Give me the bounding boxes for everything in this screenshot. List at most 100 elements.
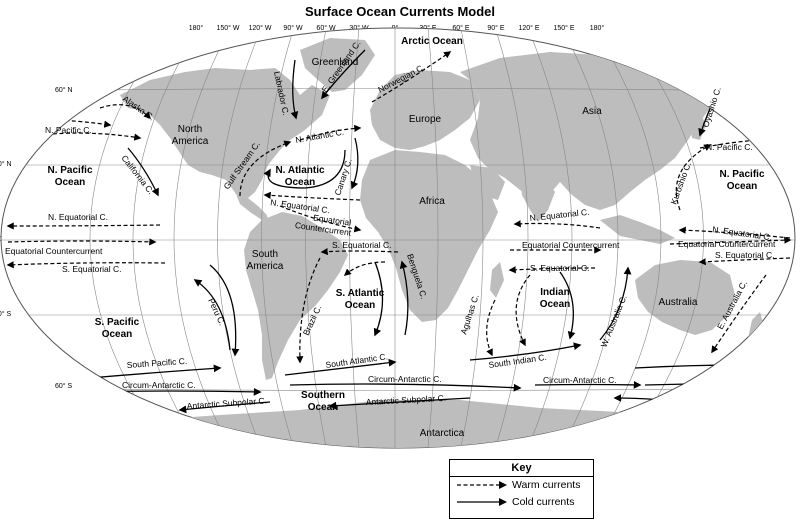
s-atlantic-gyre-arrow — [343, 261, 386, 276]
circum-antarctic-label-1: Circum-Antarctic C. — [122, 380, 196, 390]
pacific-n-equatorial-east-arrow — [678, 226, 791, 239]
n-atlantic-gyre-arrow — [263, 149, 346, 189]
south-indian-current-arrow — [469, 342, 582, 361]
lon-label: 120° W — [248, 24, 271, 32]
key-row-warm: Warm currents — [450, 477, 593, 494]
madagascar-land — [490, 262, 504, 298]
s-pacific-gyre-arrow — [209, 264, 240, 357]
gulf-stream-arrow — [239, 140, 292, 197]
south-atlantic-current-arrow — [284, 358, 397, 376]
equatorial-countercurrent-arrow — [7, 238, 157, 246]
antarctica-label: Antarctica — [420, 428, 465, 439]
e-greenland-current-arrow — [321, 49, 366, 100]
brazil-current-arrow — [296, 257, 321, 364]
africa-label: Africa — [419, 196, 445, 207]
atlantic-equatorial-countercurrent-arrow — [279, 205, 362, 233]
australia-land — [635, 260, 735, 335]
antarctic-subpolar-current-arrow-1 — [178, 401, 271, 414]
central-america-land — [236, 194, 270, 222]
indian-gyre-cold-arrow — [559, 271, 576, 340]
south-pacific-current-arrow — [89, 364, 222, 379]
benguela-current-arrow — [399, 260, 409, 336]
asia-land — [460, 52, 720, 210]
n-pacific-current-label: N. Pacific C. — [45, 125, 92, 135]
arabia-land — [470, 165, 505, 200]
key-cold-label: Cold currents — [512, 496, 575, 508]
antarctic-subpolar-current-arrow-2 — [328, 397, 471, 410]
norwegian-current-arrow — [371, 51, 452, 103]
circum-antarctic-label-2: Circum-Antarctic C. — [368, 374, 442, 384]
graticule — [1, 28, 795, 448]
north-america-land — [120, 68, 330, 198]
lon-label: 60° W — [316, 24, 336, 32]
lon-label: 150° W — [216, 24, 239, 32]
peru-current-arrow — [193, 279, 231, 351]
pacific-s-equatorial-east-label: S. Equatorial C. — [715, 250, 775, 260]
kuroshio-current-arrow — [675, 144, 712, 211]
australia-label: Australia — [659, 297, 698, 308]
n-equatorial-current-arrow — [6, 222, 161, 230]
europe-land — [370, 70, 480, 150]
n-pacific-current-label-east: N. Pacific C. — [706, 142, 753, 152]
indian-n-equatorial-arrow — [513, 220, 601, 229]
lon-label: 30° W — [349, 24, 369, 32]
europe-label: Europe — [409, 114, 442, 125]
south-pacific-current-label: South Pacific C. — [126, 356, 187, 370]
pacific-countercurrent-east-label: Equatorial Countercurrent — [678, 239, 776, 249]
indian-s-equatorial-label: S. Equatorial C. — [530, 263, 590, 273]
lat-label: 60° N — [55, 86, 73, 94]
warm-current-swatch — [457, 481, 507, 489]
legend-key: Key Warm currents Cold currents — [449, 459, 594, 519]
cold-currents — [79, 49, 744, 414]
lon-label: 150° E — [553, 24, 574, 32]
greenland-land — [300, 38, 375, 92]
map-title: Surface Ocean Currents Model — [305, 4, 495, 19]
alaska-current-arrow — [99, 104, 152, 120]
s-atlantic-gyre-cold-arrow — [373, 261, 384, 337]
n-equatorial-current-label: N. Equatorial C. — [48, 212, 108, 222]
indian-gyre-arrow — [515, 274, 531, 347]
agulhas-current-arrow — [486, 299, 496, 357]
labrador-current-arrow — [290, 59, 299, 120]
lon-label: 30° E — [419, 24, 437, 32]
southeast-asia-islands — [600, 215, 675, 244]
indian-equatorial-countercurrent-label: Equatorial Countercurrent — [522, 240, 620, 250]
w-australia-current-arrow — [599, 266, 632, 341]
pacific-countercurrent-east-arrow — [669, 236, 792, 245]
lat-label: 60° S — [55, 382, 73, 390]
atlantic-n-equatorial-arrow — [263, 191, 361, 201]
lon-label: 60° E — [452, 24, 470, 32]
india-land — [520, 178, 555, 222]
lon-label: 180° — [590, 24, 605, 32]
atlantic-s-equatorial-arrow — [320, 247, 399, 256]
s-equatorial-current-arrow — [6, 261, 166, 269]
lat-label: 30° S — [0, 310, 12, 318]
atlantic-s-equatorial-label: S. Equatorial C. — [332, 240, 392, 250]
africa-land — [360, 150, 498, 322]
antarctica-land — [10, 400, 790, 448]
key-title: Key — [450, 460, 593, 477]
asia-label: Asia — [582, 106, 602, 117]
california-current-arrow — [127, 147, 159, 197]
antarctic-subpolar-label-2: Antarctic Subpolar C. — [366, 393, 447, 407]
lon-label: 90° E — [487, 24, 505, 32]
canary-current-arrow — [350, 137, 359, 190]
lon-label: 180° — [189, 24, 204, 32]
circum-antarctic-current-arrow-3 — [534, 380, 642, 389]
circum-antarctic-current-arrow-2 — [289, 383, 522, 392]
e-australia-current-arrow — [711, 274, 767, 354]
lon-label: 120° E — [518, 24, 539, 32]
arctic-ocean-label: Arctic Ocean — [401, 36, 463, 47]
cold-current-swatch — [457, 498, 507, 506]
lat-label: 30° N — [0, 160, 12, 168]
lon-label: 90° W — [283, 24, 303, 32]
